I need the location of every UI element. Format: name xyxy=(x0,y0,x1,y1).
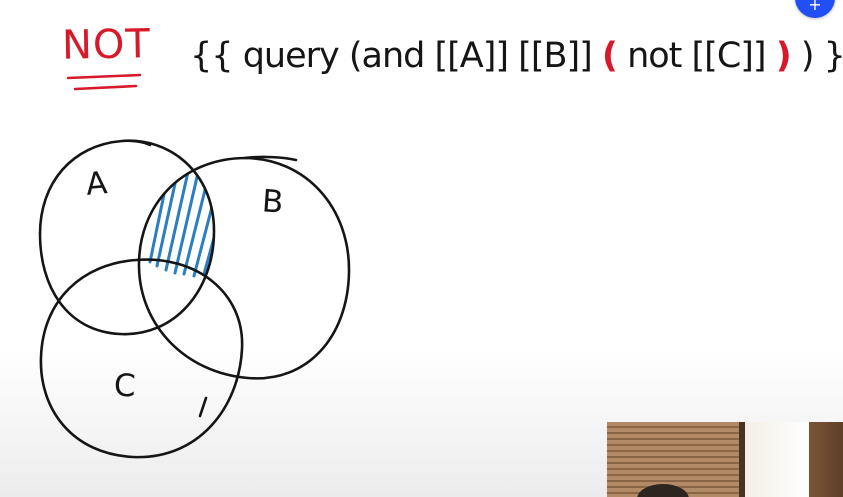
query-suffix: ) xyxy=(800,36,815,76)
person-head xyxy=(637,484,689,497)
fab-glyph: + xyxy=(808,0,822,14)
query-not-clause: not [[C]] xyxy=(627,36,767,76)
query-close-braces: }} xyxy=(823,36,843,76)
query-paren-open: ( xyxy=(601,36,618,76)
query-prefix: query (and [[A]] [[B]] xyxy=(242,36,602,76)
not-heading: NOT xyxy=(61,21,152,69)
plus-icon[interactable]: + xyxy=(795,0,835,18)
query-paren-close: ) xyxy=(775,36,792,76)
query-open-braces: {{ xyxy=(190,36,234,76)
window-frame xyxy=(739,422,745,497)
circle-c xyxy=(39,258,244,459)
window-light xyxy=(745,422,809,497)
circle-a xyxy=(38,139,216,336)
webcam-overlay xyxy=(607,422,843,497)
circle-b xyxy=(137,155,351,380)
not-underline xyxy=(66,73,142,91)
wall xyxy=(809,422,843,497)
query-expression: {{ query (and [[A]] [[B]] ( not [[C]] ) … xyxy=(190,36,843,76)
venn-label-b: B xyxy=(260,183,285,221)
venn-label-a: A xyxy=(84,165,109,203)
window-blinds xyxy=(607,422,743,497)
venn-label-c: C xyxy=(113,367,137,405)
